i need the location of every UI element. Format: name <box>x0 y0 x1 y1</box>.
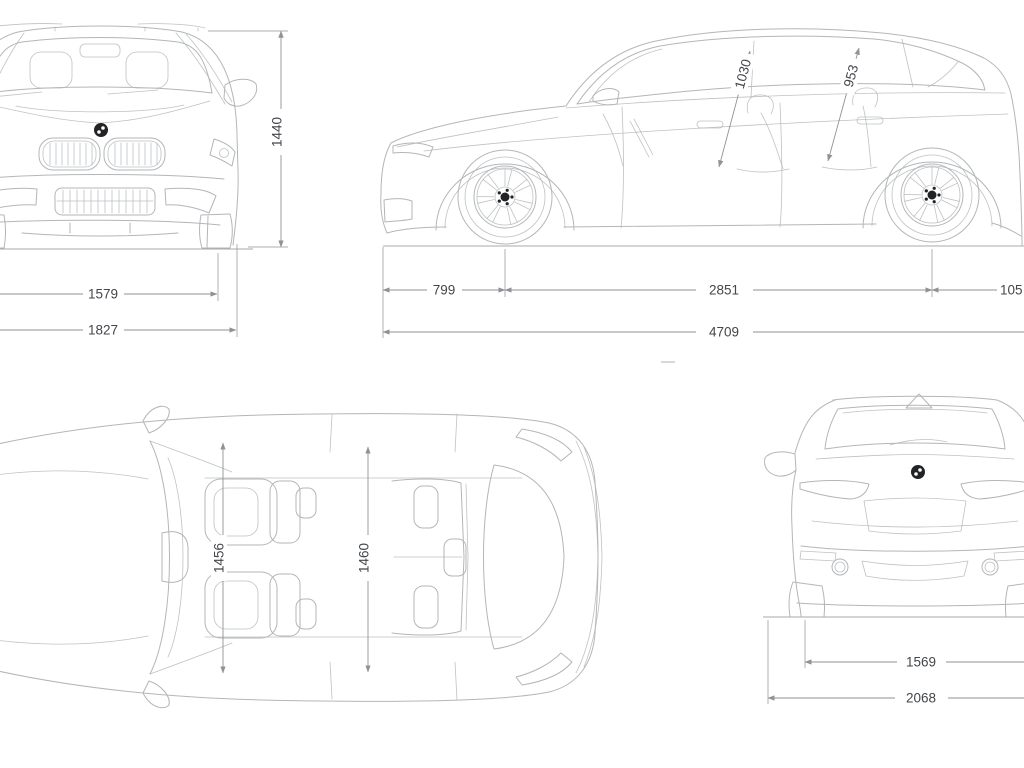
rear-shoulder-value: 1460 <box>357 543 372 573</box>
wheelbase-value: 2851 <box>709 283 739 298</box>
top-body-art <box>0 413 603 702</box>
rear-dimensions: 1569 2068 <box>767 620 1024 706</box>
wheel-center-badge-icon <box>500 192 510 202</box>
right-exhaust <box>981 558 999 576</box>
rear-body-art <box>788 393 1024 618</box>
rear-overhang-value: 105 <box>1000 283 1023 298</box>
dim-rear-shoulder-label: 1460 <box>356 535 372 581</box>
rear-door-handle <box>856 116 884 125</box>
rear-left-mirror <box>764 451 797 477</box>
front-dimensions: 1440 1579 1827 <box>0 30 288 338</box>
rearview-mirror <box>79 43 121 58</box>
dim-rear-headroom-label: 953 <box>838 56 864 96</box>
overall-length-value: 4709 <box>709 325 739 340</box>
front-shoulder-value: 1456 <box>212 543 227 573</box>
dim-front-headroom-label: 1030 <box>729 51 757 97</box>
front-fender-arch <box>435 163 575 231</box>
rear-headroom-value: 953 <box>841 63 861 89</box>
front-width-value: 1827 <box>88 323 118 338</box>
front-view: 1440 1579 1827 <box>0 23 288 338</box>
side-dimensions: 799 2851 105 4709 <box>382 247 1024 340</box>
side-interior-art <box>602 87 879 173</box>
side-view: 1030 953 799 2851 105 4709 <box>380 28 1024 340</box>
side-body-art <box>380 28 1023 246</box>
front-mirror <box>223 78 258 107</box>
top-rear-window <box>483 464 565 650</box>
left-taillight <box>799 479 870 500</box>
front-height-value: 1440 <box>270 117 285 147</box>
top-right-mirror <box>142 680 170 709</box>
front-tires <box>0 213 233 249</box>
rear-fender-arch <box>862 161 1002 229</box>
rear-window <box>824 404 1006 450</box>
dim-front-height-label: 1440 <box>269 109 285 155</box>
top-interior-art <box>161 478 469 639</box>
rear-width-value: 2068 <box>906 691 936 706</box>
side-headroom-leaders: 1030 953 <box>718 47 864 168</box>
front-overhang-value: 799 <box>433 283 456 298</box>
kidney-grilles <box>38 137 166 171</box>
top-view: 1456 1460 <box>0 405 603 709</box>
rear-track-value: 1569 <box>906 655 936 670</box>
bmw-roundel-icon <box>94 123 108 137</box>
top-left-mirror <box>142 405 170 434</box>
side-headlight <box>392 142 434 158</box>
rear-roundel-icon <box>911 465 925 479</box>
front-headlights <box>209 138 236 167</box>
rear-view: 1569 2068 <box>763 393 1024 706</box>
roof-antenna <box>905 393 933 409</box>
left-exhaust <box>831 558 849 576</box>
top-dimensions: 1456 1460 <box>211 442 372 674</box>
front-track-value: 1579 <box>88 287 118 302</box>
side-mirror <box>592 88 620 106</box>
dim-front-shoulder-label: 1456 <box>211 535 227 581</box>
front-right-headrest <box>125 51 169 89</box>
front-wheel <box>457 149 553 245</box>
right-taillight <box>960 479 1024 500</box>
front-bumper-art <box>0 174 225 237</box>
front-left-headrest <box>29 51 73 89</box>
front-body-art <box>0 23 239 246</box>
